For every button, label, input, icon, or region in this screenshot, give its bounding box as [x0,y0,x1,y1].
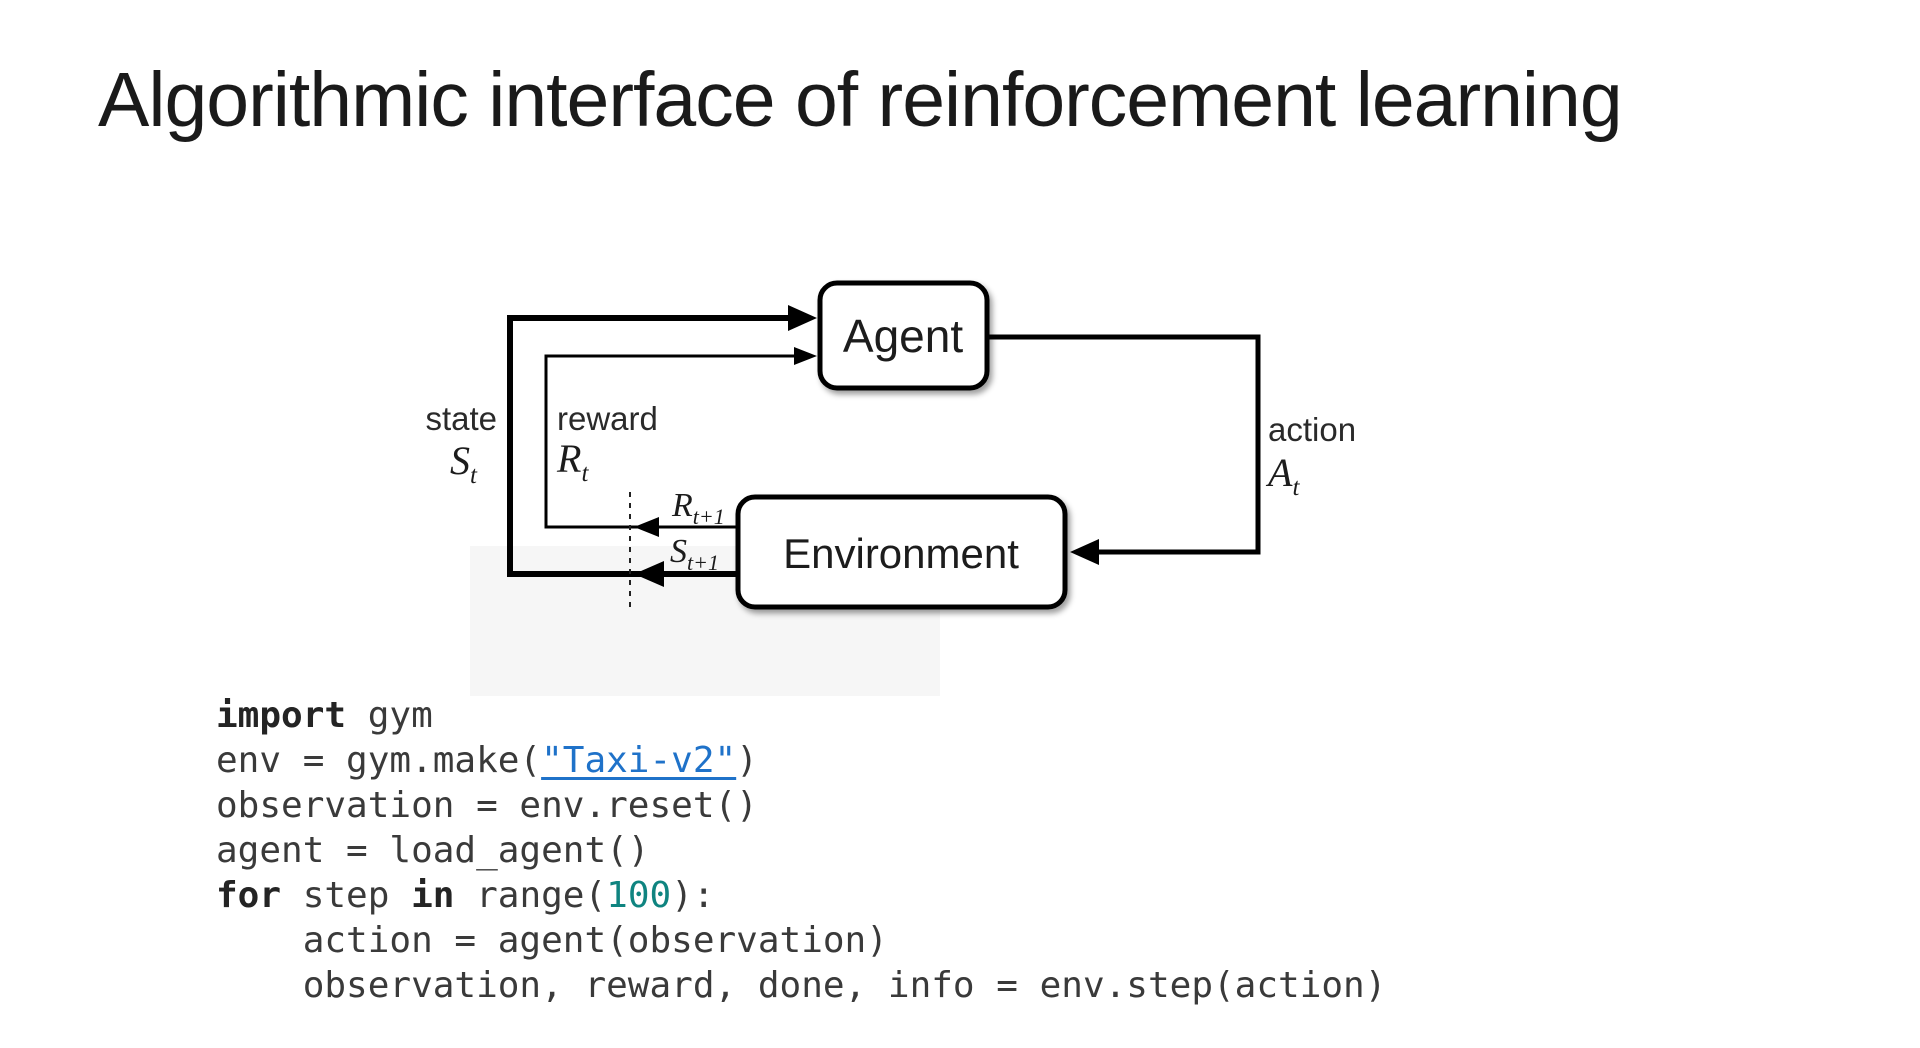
state-label: state [425,400,497,437]
code-token: env = gym.make( [216,740,542,781]
code-token: step [281,875,412,916]
code-line: observation, reward, done, info = env.st… [216,963,1387,1008]
code-token: gym [346,695,433,736]
action-symbol: At [1265,450,1300,501]
environment-label: Environment [783,530,1019,577]
code-token: range( [454,875,607,916]
code-string-link[interactable]: "Taxi-v2" [541,740,737,781]
code-line: action = agent(observation) [216,918,1386,963]
code-token: ): [671,875,715,916]
action-arrowhead-into-environment [1070,539,1099,565]
code-token: observation = env.reset() [216,785,758,826]
code-token: in [411,875,455,916]
state-path [507,315,796,577]
code-line: agent = load_agent() [216,828,1386,873]
code-token: action = agent(observation) [216,920,888,961]
reward-symbol: Rt [556,436,589,487]
state-arrowhead-into-agent [788,305,817,331]
code-line: import gym [216,693,1386,738]
code-line: for step in range(100): [216,873,1386,918]
next-reward-symbol: Rt+1 [671,487,725,529]
next-state-symbol: St+1 [670,533,719,575]
slide-title: Algorithmic interface of reinforcement l… [98,57,1623,143]
agent-box [817,280,990,391]
next-state-arrowhead [634,561,664,587]
code-token: agent = load_agent() [216,830,650,871]
reward-label: reward [557,400,658,437]
environment-box [735,494,1068,610]
code-token: import [216,695,347,736]
code-line: observation = env.reset() [216,783,1386,828]
action-label: action [1268,411,1356,448]
next-reward-arrowhead [634,517,659,537]
state-symbol: St [450,438,478,489]
code-line: env = gym.make("Taxi-v2") [216,738,1386,783]
code-token: ) [736,740,758,781]
agent-label: Agent [843,310,963,362]
code-token: observation, reward, done, info = env.st… [216,965,1387,1006]
code-token: 100 [606,875,672,916]
reward-arrowhead-into-agent [794,347,817,365]
code-token: for [216,875,282,916]
action-path [985,334,1261,555]
